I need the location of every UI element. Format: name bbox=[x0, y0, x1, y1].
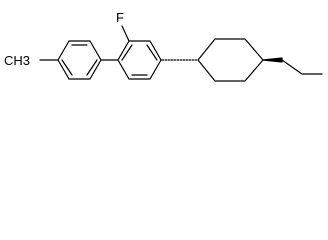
fluorine-label: F bbox=[116, 10, 124, 25]
tolyl-ring-inner-bonds bbox=[61, 44, 98, 76]
cyclohexane-ring bbox=[197, 38, 264, 82]
fluorophenyl-ring bbox=[117, 40, 162, 80]
fluorine-bond bbox=[121, 25, 130, 42]
methyl-label: CH3 bbox=[4, 53, 30, 68]
propyl-chain bbox=[281, 59, 323, 75]
fluorophenyl-ring-inner-bonds bbox=[121, 44, 158, 76]
tolyl-ring bbox=[57, 40, 102, 80]
propyl-wedge-bond bbox=[262, 57, 283, 63]
chemical-structure: CH3 F bbox=[4, 10, 323, 82]
